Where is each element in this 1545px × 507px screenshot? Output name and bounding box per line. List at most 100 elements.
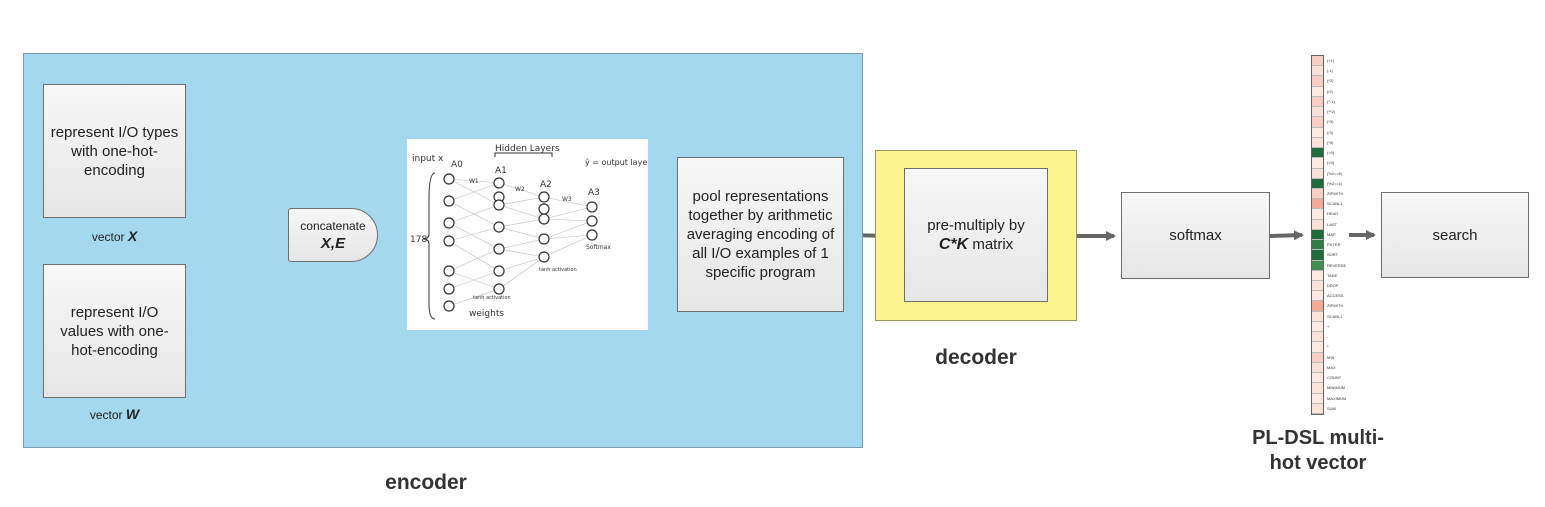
premultiply-line2: C*K matrix	[939, 235, 1013, 254]
nn-connection-lines	[448, 178, 593, 307]
vector-token: HEAD	[1327, 211, 1339, 217]
neural-network-sketch: input x A0 A1 A2 A3 Hidden Layers ŷ = ou…	[407, 139, 651, 330]
nn-node	[443, 283, 455, 295]
vector-cell	[1312, 158, 1323, 169]
nn-input-label: input x	[412, 154, 444, 164]
vector-w-symbol: W	[125, 406, 140, 422]
nn-node	[586, 201, 598, 213]
concatenate-node: concatenate X,E	[288, 208, 378, 262]
concatenate-formula: X,E	[320, 234, 346, 252]
vector-token: (*4)	[1327, 139, 1334, 145]
vector-token: MAX	[1327, 364, 1336, 370]
vector-cell	[1312, 56, 1323, 67]
softmax-text: softmax	[1169, 227, 1222, 244]
search-box: search	[1381, 192, 1529, 278]
vector-token: (**2)	[1327, 109, 1336, 115]
vector-cell	[1312, 229, 1323, 241]
nn-a1-label: A1	[495, 166, 507, 176]
softmax-to-vector-arrow	[1269, 230, 1304, 241]
nn-node	[443, 195, 455, 207]
vector-token: (*-1)	[1327, 98, 1335, 104]
input-brace	[422, 172, 436, 320]
nn-node	[493, 283, 505, 295]
vector-token: (>0)	[1327, 150, 1335, 156]
nn-node	[493, 199, 505, 211]
vector-token: (*2)	[1327, 78, 1334, 84]
vector-cell	[1312, 107, 1323, 118]
vector-cell	[1312, 96, 1323, 108]
decoder-caption: decoder	[935, 346, 1017, 369]
neural-network-drawing: input x A0 A1 A2 A3 Hidden Layers ŷ = ou…	[410, 144, 651, 320]
vector-token: SORT	[1327, 252, 1339, 258]
premultiply-prefix: pre-multiply by	[927, 217, 1025, 234]
vector-cell	[1312, 281, 1323, 292]
vector-token: MINIMUM	[1327, 385, 1345, 391]
vector-token: (+1)	[1327, 58, 1335, 63]
premultiply-suffix: matrix	[972, 236, 1014, 253]
vector-token: +	[1327, 323, 1330, 329]
nn-node	[443, 217, 455, 229]
pool-box: pool representations together by arithme…	[677, 157, 844, 312]
multi-hot-vector: (+1)(-1)(*2)(/2)(*-1)(**2)(*3)(/3)(*4)(>…	[1311, 55, 1346, 415]
nn-w1-label: W1	[469, 178, 479, 185]
nn-node	[443, 173, 455, 185]
io-types-box: represent I/O types with one-hot-encodin…	[43, 84, 186, 218]
vector-cell	[1312, 393, 1323, 404]
vector-cell	[1312, 291, 1323, 302]
vector-token: (*3)	[1327, 119, 1334, 125]
vector-token: (%2==0)	[1327, 170, 1343, 176]
vector-token: REVERSE	[1327, 262, 1347, 268]
nn-output-label: ŷ = output layer	[585, 158, 648, 167]
vector-cell	[1312, 137, 1323, 149]
vector-token: COUNT	[1327, 375, 1342, 381]
nn-node	[538, 233, 550, 245]
hidden-layers-bracket	[494, 152, 553, 157]
vector-token: LAST	[1327, 221, 1338, 227]
vector-token: SUM	[1327, 405, 1336, 411]
nn-input-size: 178	[410, 235, 427, 245]
vector-token: (/2)	[1327, 88, 1333, 94]
vector-x-symbol: X	[127, 228, 138, 244]
nn-w2-label: W2	[515, 186, 525, 193]
vector-cell	[1312, 250, 1323, 261]
nn-hidden-layers-label: Hidden Layers	[495, 144, 560, 154]
nn-node	[493, 177, 505, 189]
nn-node	[538, 191, 550, 203]
nn-node	[493, 243, 505, 255]
vector-cell	[1312, 260, 1323, 271]
io-types-text: represent I/O types with one-hot-encodin…	[50, 123, 179, 179]
vector-token: ZIPWITH	[1327, 303, 1344, 309]
encoder-caption: encoder	[385, 471, 467, 494]
vector-w-prefix: vector	[89, 408, 123, 422]
vector-cell	[1312, 117, 1323, 128]
vector-x-label: vector X	[43, 228, 186, 244]
vector-cell	[1312, 188, 1323, 200]
premultiply-formula: C*K	[938, 236, 969, 253]
nn-w3-label: W3	[562, 196, 572, 203]
vector-cell	[1312, 148, 1323, 159]
vector-token: MAXIMUM	[1327, 395, 1347, 401]
vector-cell	[1312, 219, 1323, 230]
vector-cell	[1312, 332, 1323, 343]
vector-cell	[1312, 352, 1323, 363]
vector-token: SCANL1	[1327, 313, 1343, 319]
vector-cell	[1312, 383, 1323, 394]
nn-node	[586, 229, 598, 241]
vector-token: ZIPWITH	[1327, 190, 1344, 196]
nn-node	[586, 215, 598, 227]
vector-cell	[1312, 127, 1323, 138]
nn-node	[538, 251, 550, 263]
vector-cell	[1312, 311, 1323, 322]
nn-a3-label: A3	[588, 188, 600, 198]
vector-x-prefix: vector	[91, 230, 125, 244]
vector-cell	[1312, 373, 1323, 384]
vector-cell	[1312, 403, 1323, 414]
vector-cell	[1312, 209, 1323, 220]
premultiply-box: pre-multiply by C*K matrix	[904, 168, 1048, 302]
nn-node	[493, 265, 505, 277]
vector-cell	[1312, 321, 1323, 333]
nn-weights-label: weights	[469, 309, 504, 319]
nn-a0-label: A0	[451, 160, 463, 170]
nn-tanh-a-label: tanh activation	[539, 267, 577, 273]
nn-node	[443, 265, 455, 277]
